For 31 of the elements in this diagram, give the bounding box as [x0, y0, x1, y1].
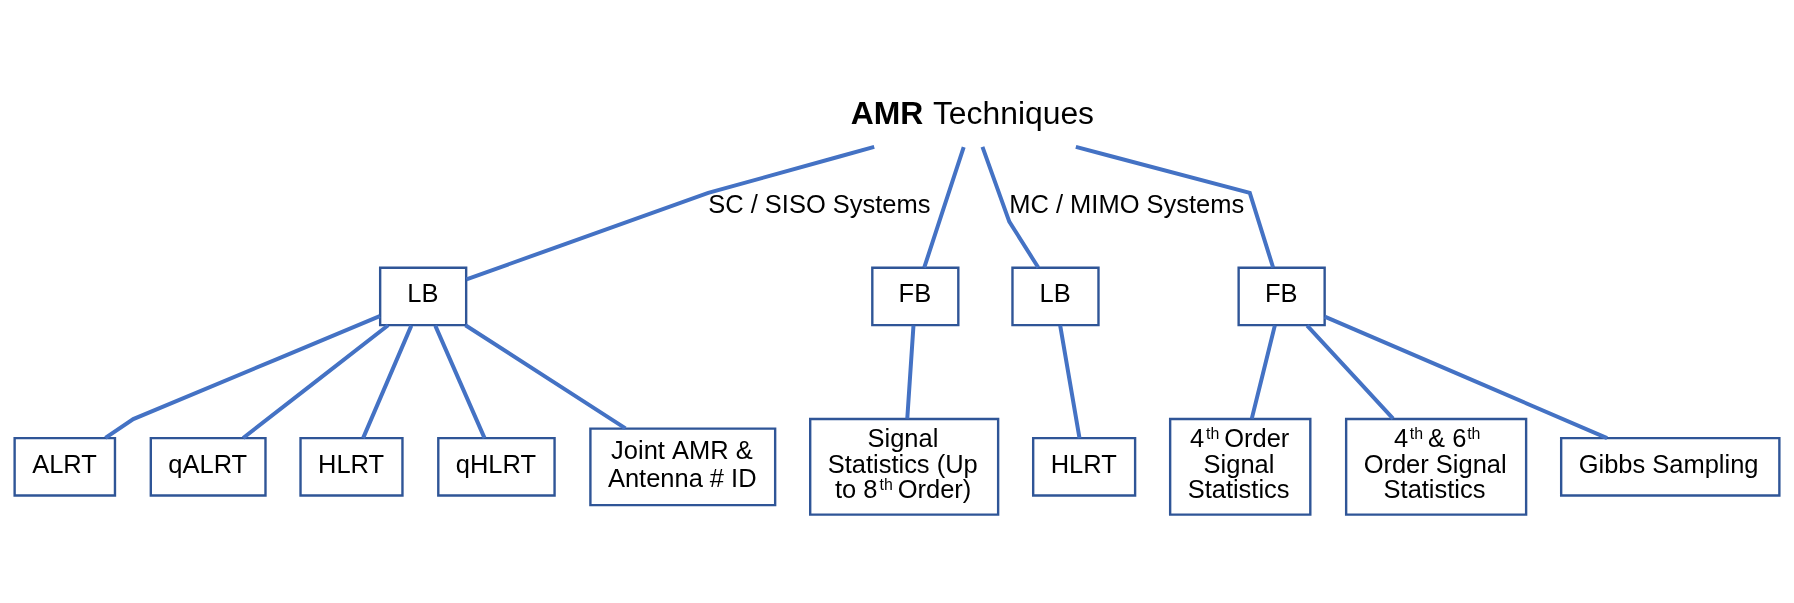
- node-box: Signal Statistics (Up to 8$^{th}$ Order): [809, 417, 1000, 516]
- connector: [905, 325, 916, 419]
- node-text: AMR Techniques: [850, 94, 1095, 131]
- node-box: HLRT: [299, 436, 404, 497]
- edge-label: MC / MIMO Systems: [1009, 189, 1245, 218]
- connector: [1323, 314, 1608, 440]
- connector: [922, 145, 966, 268]
- connector: [1305, 323, 1395, 420]
- node-box: qHLRT: [437, 436, 556, 497]
- connector: [1075, 144, 1275, 268]
- node-box: 4$^{th}$ & 6$^{th}$ Order Signal Statistics: [1344, 417, 1528, 516]
- node-box: FB: [871, 266, 960, 326]
- node-box: Joint AMR & Antenna # ID: [589, 426, 777, 506]
- connector: [465, 144, 875, 281]
- connector: [361, 324, 414, 439]
- connector: [1058, 324, 1082, 438]
- connector: [433, 324, 487, 439]
- connector: [464, 323, 627, 430]
- node-box: Gibbs Sampling: [1559, 436, 1781, 497]
- node-box: 4$^{th}$ Order Signal Statistics: [1168, 417, 1312, 516]
- node-box: FB: [1237, 266, 1326, 326]
- node-box: ALRT: [13, 436, 117, 497]
- connector: [980, 145, 1040, 269]
- connector: [1249, 324, 1277, 419]
- node-box: HLRT: [1032, 436, 1137, 497]
- connector: [104, 313, 381, 439]
- node-box: qALRT: [149, 436, 267, 497]
- node-box: LB: [378, 266, 468, 326]
- connector: [241, 323, 390, 440]
- node-box: LB: [1011, 266, 1100, 326]
- edge-label: SC / SISO Systems: [708, 189, 931, 218]
